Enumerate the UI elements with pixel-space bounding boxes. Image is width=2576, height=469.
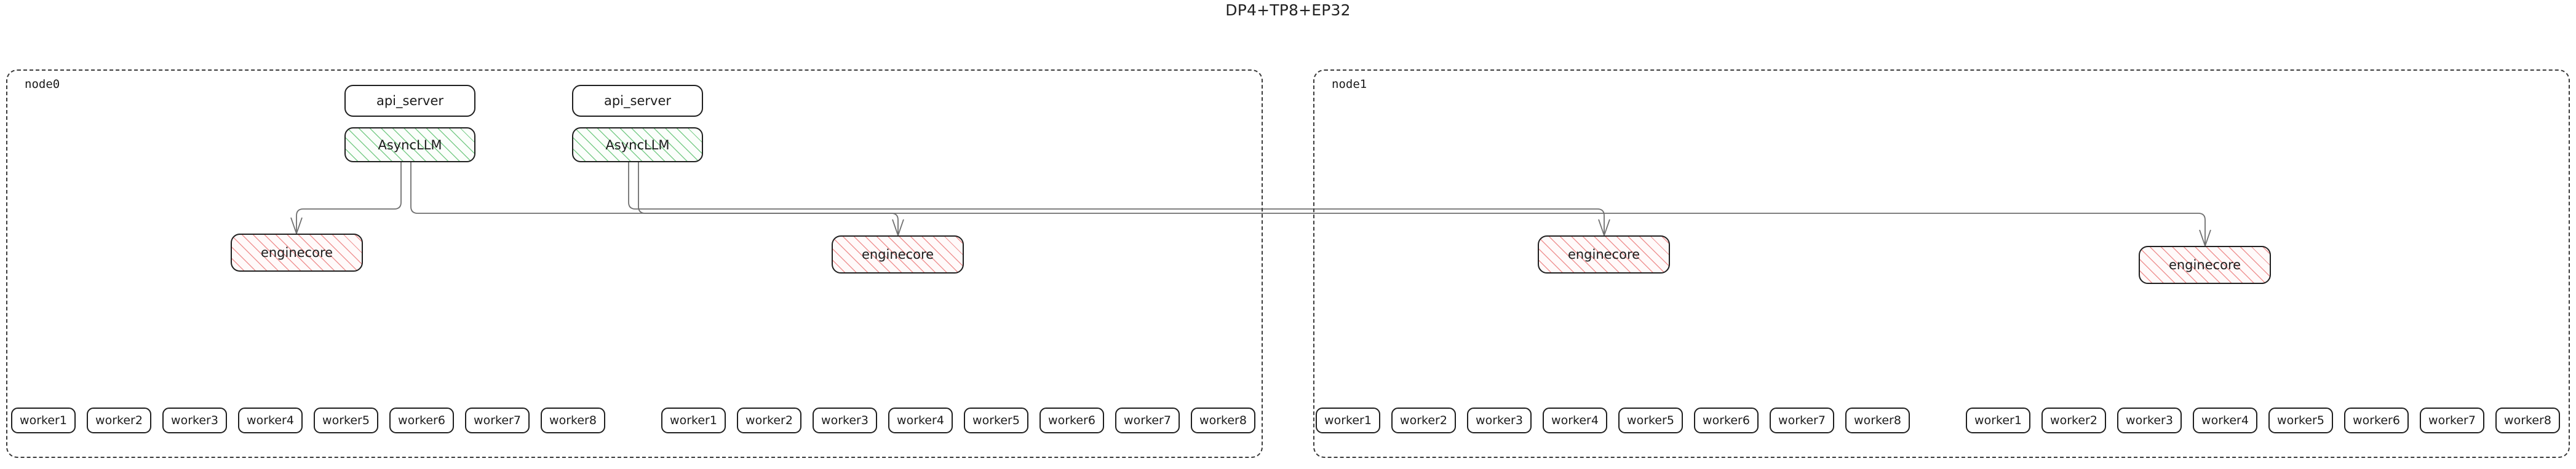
worker-box-node1-group1-worker7[interactable]: worker7 [2420, 408, 2484, 433]
enginecore-box-3[interactable]: enginecore [2139, 246, 2271, 284]
worker-box-node0-group1-worker4[interactable]: worker4 [888, 408, 953, 433]
worker-box-node1-group0-worker5[interactable]: worker5 [1618, 408, 1683, 433]
worker-box-node1-group0-worker1[interactable]: worker1 [1316, 408, 1380, 433]
worker-box-node0-group1-worker7[interactable]: worker7 [1115, 408, 1180, 433]
worker-box-node0-group1-worker8[interactable]: worker8 [1191, 408, 1255, 433]
worker-box-node0-group0-worker2[interactable]: worker2 [87, 408, 151, 433]
cluster-label-node0: node0 [25, 77, 60, 91]
worker-box-node0-group0-worker8[interactable]: worker8 [541, 408, 605, 433]
enginecore-box-0[interactable]: enginecore [231, 234, 363, 272]
worker-box-node1-group1-worker4[interactable]: worker4 [2193, 408, 2257, 433]
worker-box-node0-group0-worker3[interactable]: worker3 [162, 408, 227, 433]
worker-box-node1-group1-worker1[interactable]: worker1 [1966, 408, 2030, 433]
cluster-node0: node0 [6, 69, 1263, 458]
worker-box-node0-group1-worker2[interactable]: worker2 [737, 408, 801, 433]
worker-box-node1-group0-worker3[interactable]: worker3 [1467, 408, 1532, 433]
api-server-box-1[interactable]: api_server [572, 85, 703, 117]
worker-box-node0-group0-worker7[interactable]: worker7 [465, 408, 530, 433]
enginecore-box-1[interactable]: enginecore [832, 235, 964, 274]
asyncllm-box-0[interactable]: AsyncLLM [344, 127, 475, 162]
worker-box-node1-group0-worker8[interactable]: worker8 [1845, 408, 1910, 433]
worker-box-node0-group0-worker1[interactable]: worker1 [11, 408, 76, 433]
diagram-title: DP4+TP8+EP32 [1225, 1, 1351, 19]
worker-box-node1-group1-worker8[interactable]: worker8 [2495, 408, 2560, 433]
asyncllm-box-1[interactable]: AsyncLLM [572, 127, 703, 162]
cluster-node1: node1 [1313, 69, 2570, 458]
worker-box-node1-group1-worker3[interactable]: worker3 [2117, 408, 2182, 433]
worker-box-node0-group1-worker1[interactable]: worker1 [661, 408, 726, 433]
worker-box-node0-group0-worker5[interactable]: worker5 [314, 408, 378, 433]
worker-box-node1-group1-worker6[interactable]: worker6 [2344, 408, 2409, 433]
worker-box-node0-group1-worker3[interactable]: worker3 [813, 408, 877, 433]
worker-box-node1-group1-worker2[interactable]: worker2 [2041, 408, 2106, 433]
worker-box-node1-group0-worker4[interactable]: worker4 [1543, 408, 1607, 433]
api-server-box-0[interactable]: api_server [344, 85, 475, 117]
worker-box-node1-group0-worker7[interactable]: worker7 [1770, 408, 1834, 433]
enginecore-box-2[interactable]: enginecore [1538, 235, 1670, 274]
worker-box-node0-group0-worker4[interactable]: worker4 [238, 408, 303, 433]
cluster-label-node1: node1 [1332, 77, 1367, 91]
worker-box-node0-group1-worker6[interactable]: worker6 [1040, 408, 1104, 433]
worker-box-node0-group0-worker6[interactable]: worker6 [389, 408, 454, 433]
worker-box-node0-group1-worker5[interactable]: worker5 [964, 408, 1028, 433]
worker-box-node1-group0-worker6[interactable]: worker6 [1694, 408, 1759, 433]
worker-box-node1-group0-worker2[interactable]: worker2 [1391, 408, 1456, 433]
worker-box-node1-group1-worker5[interactable]: worker5 [2268, 408, 2333, 433]
